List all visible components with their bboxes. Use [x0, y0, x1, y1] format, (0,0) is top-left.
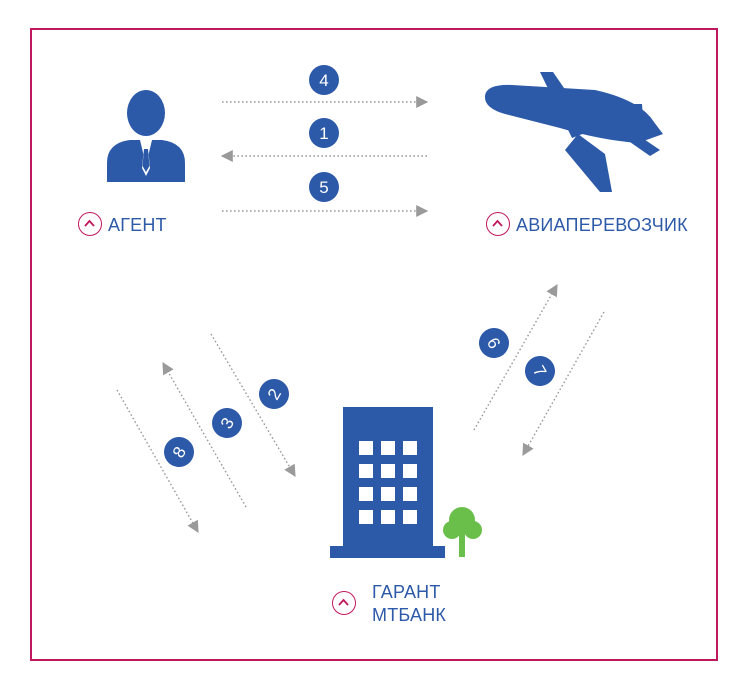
- airline-chevron-icon[interactable]: [486, 212, 510, 236]
- bank-chevron-icon[interactable]: [332, 591, 356, 615]
- bank-label-line1: ГАРАНТ: [372, 582, 441, 602]
- building-window: [403, 464, 417, 478]
- agent-chevron-icon[interactable]: [78, 212, 102, 236]
- step-badge-6: 6: [479, 328, 509, 358]
- building-window: [359, 464, 373, 478]
- step-badge-8: 8: [164, 437, 194, 467]
- building-window: [381, 464, 395, 478]
- diagram-frame: [30, 28, 718, 661]
- step-number-4: 4: [319, 71, 328, 90]
- step-badge-4: 4: [309, 65, 339, 95]
- building-window: [403, 510, 417, 524]
- building-window: [381, 441, 395, 455]
- step-badge-7: 7: [525, 356, 555, 386]
- building-window: [359, 487, 373, 501]
- step-badge-1: 1: [309, 118, 339, 148]
- step-number-5: 5: [319, 178, 328, 197]
- step-number-1: 1: [319, 124, 328, 143]
- building-window: [359, 510, 373, 524]
- arrow-step-7: [522, 311, 605, 457]
- person-icon: [107, 90, 185, 182]
- building-window: [403, 487, 417, 501]
- building-window: [403, 441, 417, 455]
- bank-building-icon: [330, 407, 445, 558]
- step-badge-5: 5: [309, 172, 339, 202]
- arrow-step-2: [210, 333, 296, 478]
- building-window: [381, 487, 395, 501]
- building-window: [381, 510, 395, 524]
- building-window: [359, 441, 373, 455]
- tree-icon: [443, 507, 482, 557]
- step-badge-3: 3: [212, 408, 242, 438]
- agent-label: АГЕНТ: [108, 215, 167, 235]
- arrow-step-8: [116, 389, 199, 534]
- airline-label: АВИАПЕРЕВОЗЧИК: [516, 215, 688, 235]
- airplane-icon: [484, 72, 663, 192]
- step-badge-2: 2: [259, 379, 289, 409]
- bank-label-line2: МТБАНК: [372, 605, 447, 625]
